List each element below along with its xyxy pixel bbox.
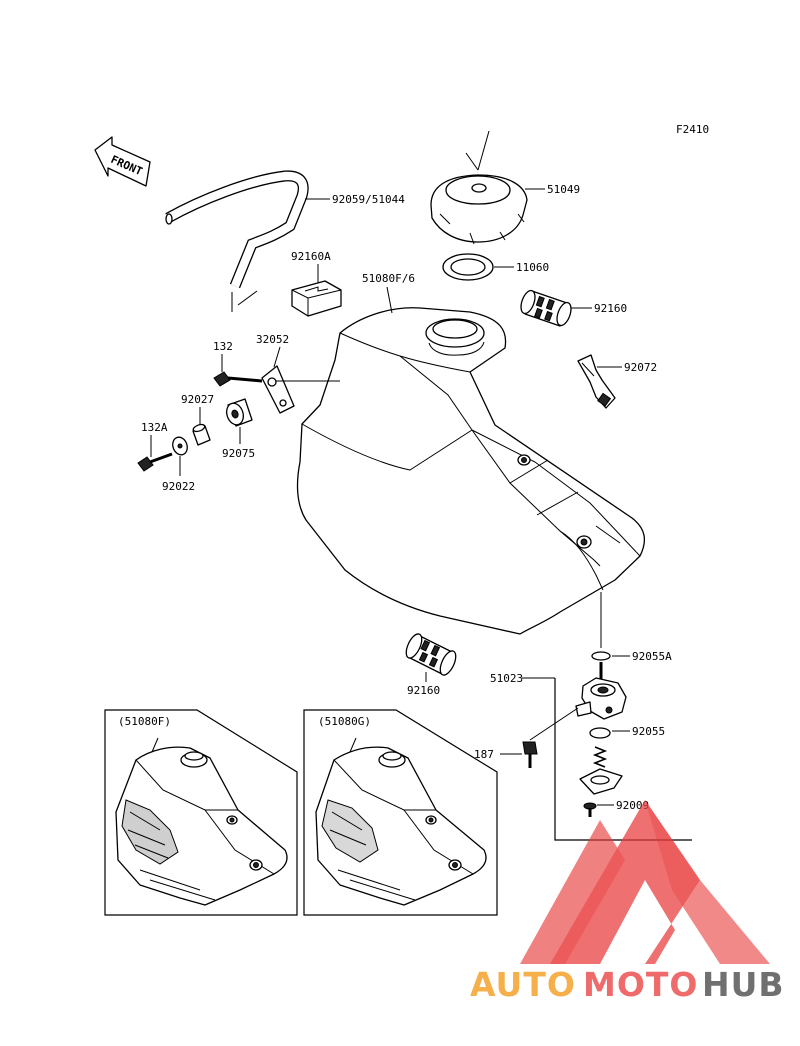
label-51080: 51080F/6	[362, 272, 415, 285]
label-51023: 51023	[490, 672, 523, 685]
spring	[592, 746, 608, 768]
label-11060: 11060	[516, 261, 549, 274]
figure-code: F2410	[676, 123, 709, 136]
label-92072: 92072	[624, 361, 657, 374]
inset-left-label: (51080F)	[118, 715, 171, 728]
watermark-logo	[520, 800, 770, 964]
label-92055a: 92055A	[632, 650, 672, 663]
screw-92009	[583, 802, 597, 817]
damper-92160-top	[520, 289, 572, 327]
watermark-auto: AUTO	[470, 965, 576, 1004]
bolt-187	[522, 741, 538, 768]
watermark-moto: MOTO	[583, 965, 698, 1004]
grommet-92075	[226, 398, 253, 427]
label-92022: 92022	[162, 480, 195, 493]
label-132a: 132A	[141, 421, 168, 434]
bracket-32052	[261, 365, 295, 414]
label-32052: 32052	[256, 333, 289, 346]
inset-51080f: (51080F)	[104, 709, 298, 916]
inset-51080g: (51080G)	[303, 709, 498, 916]
label-92027: 92027	[181, 393, 214, 406]
damper-92160-bottom	[405, 633, 457, 676]
label-51049: 51049	[547, 183, 580, 196]
bolt-132a	[137, 452, 173, 472]
breather-hose	[165, 170, 309, 312]
label-92160-bottom: 92160	[407, 684, 440, 697]
fuel-cock	[575, 662, 627, 720]
label-92160a: 92160A	[291, 250, 331, 263]
front-arrow-icon: FRONT	[94, 136, 151, 187]
inset-right-label: (51080G)	[318, 715, 371, 728]
fuel-cap	[430, 130, 528, 245]
label-92055: 92055	[632, 725, 665, 738]
label-92075: 92075	[222, 447, 255, 460]
washer-92022	[172, 436, 188, 456]
bolt-132	[213, 371, 263, 387]
label-92160-top: 92160	[594, 302, 627, 315]
strap-92072	[577, 354, 616, 409]
label-92059: 92059/51044	[332, 193, 405, 206]
fuel-cock-plate	[579, 768, 623, 795]
o-ring-92055a	[591, 651, 611, 661]
label-187: 187	[474, 748, 494, 761]
label-132: 132	[213, 340, 233, 353]
damper-92160a	[291, 280, 342, 317]
watermark-hub: HUB	[702, 965, 785, 1004]
cap-gasket	[442, 253, 494, 281]
o-ring-92055	[589, 727, 611, 739]
fuel-tank	[296, 307, 646, 635]
collar-92027	[192, 423, 211, 446]
